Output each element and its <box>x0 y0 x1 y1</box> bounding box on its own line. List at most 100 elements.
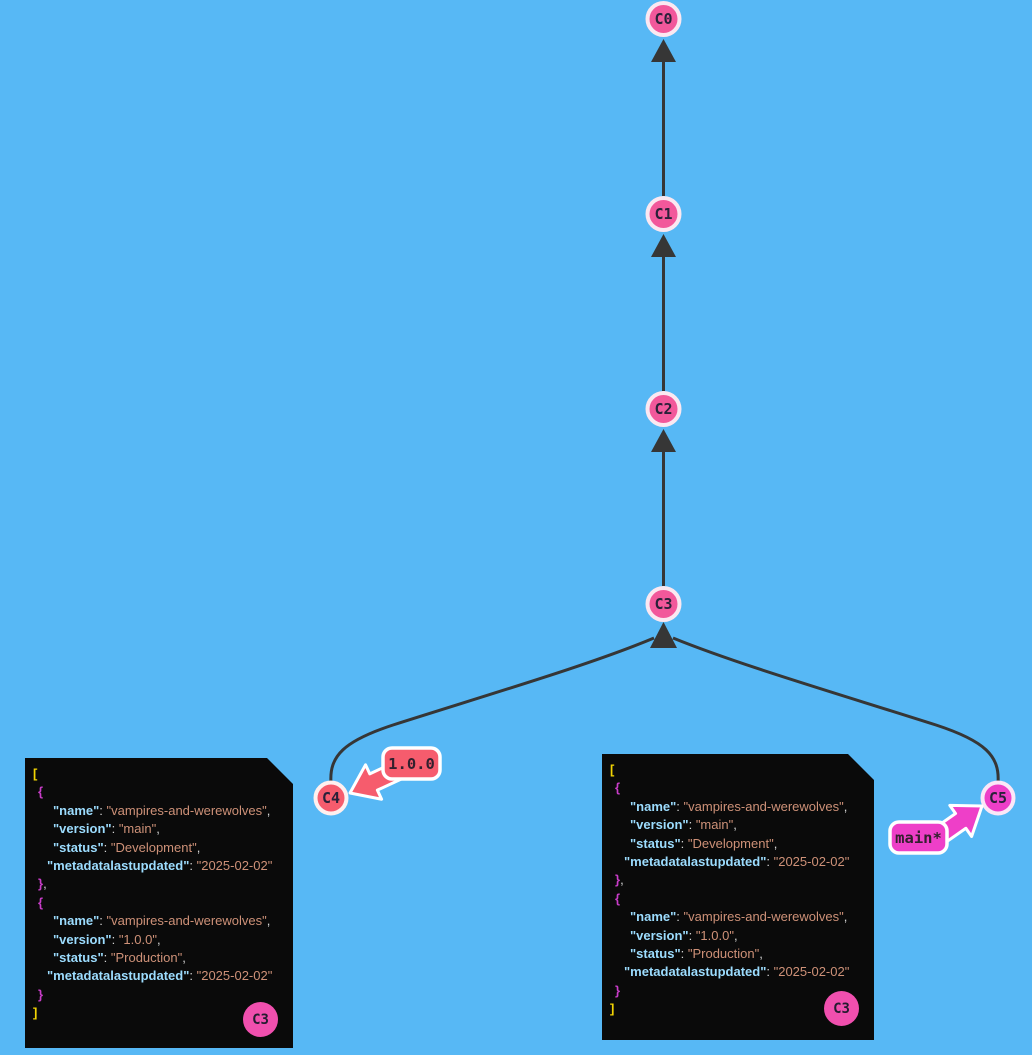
commit-label-c3: C3 <box>654 595 672 613</box>
commit-label-c4: C4 <box>322 789 340 807</box>
code-token: , <box>620 872 624 888</box>
code-line: }, <box>25 875 293 893</box>
code-token: "version" <box>630 817 689 833</box>
code-line: [ <box>25 765 293 783</box>
code-line: "metadatalastupdated": "2025-02-02" <box>25 967 293 985</box>
code-line: "status": "Production", <box>602 945 874 963</box>
commit-label-c2: C2 <box>654 400 672 418</box>
code-line: ] <box>602 1000 874 1018</box>
code-token: { <box>615 890 621 906</box>
code-token: "vampires-and-werewolves" <box>106 913 267 929</box>
code-token: : <box>189 968 197 984</box>
code-block: [{"name": "vampires-and-werewolves","ver… <box>25 765 293 1023</box>
commit-node-c1 <box>645 196 682 232</box>
code-token: : <box>688 927 696 943</box>
code-token: [ <box>33 766 38 781</box>
code-line: "version": "1.0.0", <box>602 927 874 945</box>
code-token: { <box>38 894 44 910</box>
edge-arrowhead <box>651 429 676 452</box>
code-line: "status": "Production", <box>25 949 293 967</box>
code-token: { <box>38 784 44 800</box>
code-token: , <box>843 798 848 814</box>
code-token: , <box>182 950 186 966</box>
code-token: : <box>680 835 688 851</box>
code-token: "metadatalastupdated" <box>624 964 767 980</box>
code-token: { <box>615 780 621 796</box>
code-token: : <box>111 821 119 837</box>
code-token: "1.0.0" <box>118 931 157 947</box>
edge-arrowhead <box>650 622 677 648</box>
code-token: : <box>103 839 111 855</box>
code-line: "name": "vampires-and-werewolves", <box>25 802 293 820</box>
code-token: : <box>99 802 107 818</box>
code-line: "version": "main", <box>602 816 874 834</box>
code-line: { <box>25 894 293 912</box>
code-line: "metadatalastupdated": "2025-02-02" <box>602 963 874 981</box>
code-line: } <box>25 986 293 1004</box>
code-token: "2025-02-02" <box>773 964 850 980</box>
code-token: "1.0.0" <box>695 927 734 943</box>
code-token: "Production" <box>110 950 183 966</box>
code-token: "version" <box>53 821 112 837</box>
edge-arrowhead <box>651 234 676 257</box>
code-token: "main" <box>118 821 157 837</box>
branch-name-group: main* <box>888 803 984 855</box>
tag-bubble <box>381 746 442 781</box>
code-line: "version": "1.0.0", <box>25 931 293 949</box>
commit-node-c3 <box>645 586 682 622</box>
code-token: "status" <box>53 950 104 966</box>
code-token: : <box>103 950 111 966</box>
code-token: : <box>676 798 684 814</box>
code-token: "Development" <box>687 835 774 851</box>
code-token: "main" <box>695 817 734 833</box>
commit-label-c5: C5 <box>989 789 1007 807</box>
code-token: } <box>38 876 44 892</box>
code-token: "status" <box>630 835 681 851</box>
code-token: , <box>759 946 763 962</box>
code-line: { <box>602 779 874 797</box>
code-token: , <box>196 839 201 855</box>
commit-node-c5 <box>980 780 1016 816</box>
commit-node-c0 <box>645 1 682 37</box>
code-token: , <box>156 931 161 947</box>
code-token: , <box>156 821 160 837</box>
code-line: [ <box>602 761 874 779</box>
code-token: } <box>38 986 44 1002</box>
code-token: "Development" <box>110 839 197 855</box>
code-token: , <box>266 802 271 818</box>
code-token: "name" <box>630 798 677 814</box>
code-token: "name" <box>53 913 100 929</box>
code-token: , <box>266 913 271 929</box>
code-line: { <box>25 783 293 801</box>
commit-node-c2 <box>645 391 682 427</box>
code-line: } <box>602 982 874 1000</box>
branch-name-bubble <box>888 820 949 855</box>
code-line: ] <box>25 1004 293 1022</box>
code-token: "vampires-and-werewolves" <box>683 798 844 814</box>
note-badge: C3 <box>243 1002 278 1037</box>
code-token: "Production" <box>687 946 760 962</box>
code-token: "metadatalastupdated" <box>47 858 190 874</box>
code-token: : <box>99 913 107 929</box>
code-token: , <box>733 817 737 833</box>
code-token: , <box>843 909 848 925</box>
code-token: ] <box>33 1005 38 1021</box>
code-block: [{"name": "vampires-and-werewolves","ver… <box>602 761 874 1019</box>
code-line: "metadatalastupdated": "2025-02-02" <box>25 857 293 875</box>
code-token: "name" <box>630 909 677 925</box>
branch-edge-left <box>329 636 655 784</box>
note-badge: C3 <box>824 991 859 1026</box>
code-token: "version" <box>53 931 112 947</box>
code-token: : <box>680 946 688 962</box>
code-line: }, <box>602 871 874 889</box>
code-token: : <box>688 817 696 833</box>
edge-arrowhead <box>651 39 676 62</box>
commit-note-left: [{"name": "vampires-and-werewolves","ver… <box>25 758 293 1048</box>
code-token: , <box>733 927 738 943</box>
code-token: , <box>773 835 778 851</box>
code-token: "status" <box>53 839 104 855</box>
code-line: "metadatalastupdated": "2025-02-02" <box>602 853 874 871</box>
code-token: , <box>43 876 47 892</box>
